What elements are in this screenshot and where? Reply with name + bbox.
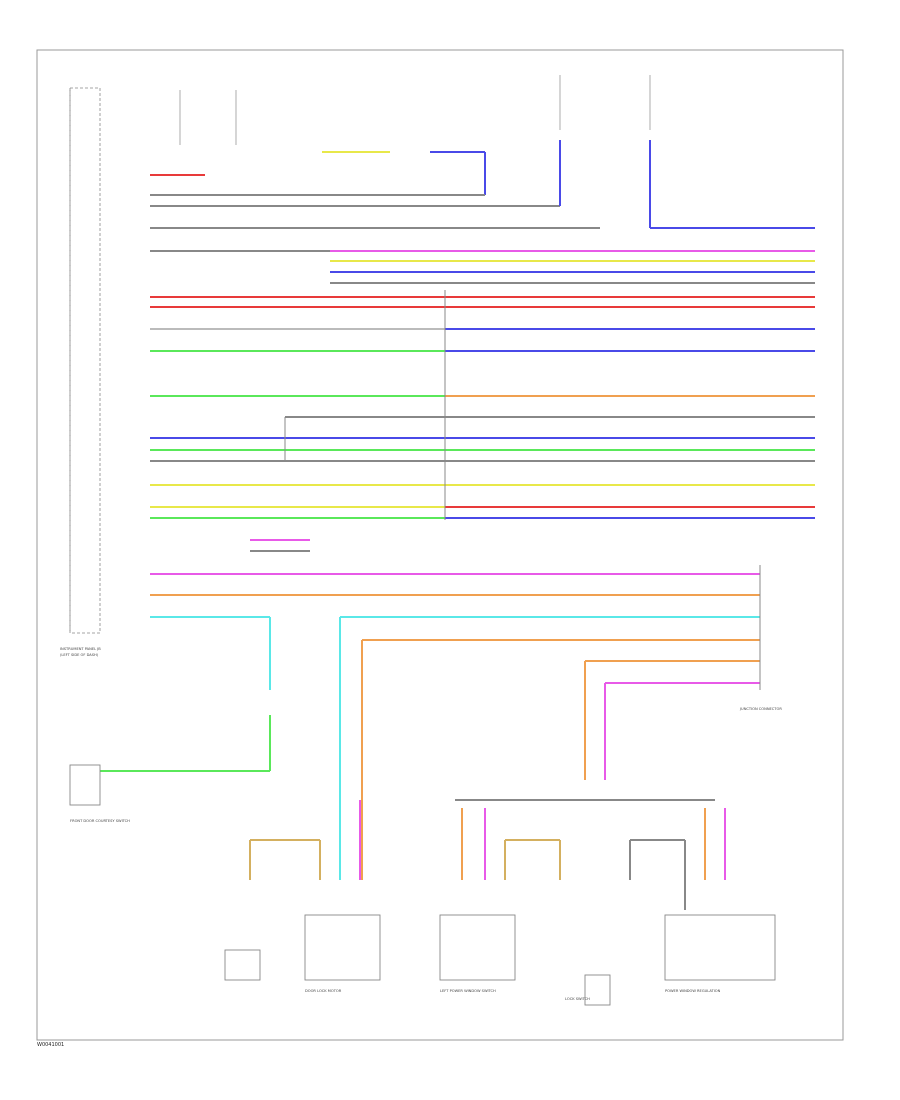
label-power-window-regulation: POWER WINDOW REGULATION [665,989,721,993]
diagram-frame [36,49,844,1041]
components [69,764,776,1006]
top-fuse-group-left [179,90,237,145]
label-front-door-courtesy: FRONT DOOR COURTESY SWITCH [70,819,130,823]
label-lock-switch: LOCK SWITCH [565,997,590,1001]
door-switch-left [69,764,101,806]
instrument-panel-jb-box [69,87,101,634]
wire-bundle [100,140,815,910]
label-left-power-window-switch: LEFT POWER WINDOW SWITCH [440,989,496,993]
footer-code: W0041001 [37,1042,65,1048]
instrument-panel-label-2: (LEFT SIDE OF DASH) [60,653,99,657]
label-door-lock-motor: DOOR LOCK MOTOR [305,989,342,993]
power-window-regulator-box [664,914,776,981]
label-junction-connector: JUNCTION CONNECTOR [739,707,782,711]
front-power-switch [224,949,261,981]
top-fuse-group-right [559,75,651,130]
left-door-control-box [439,914,516,981]
instrument-panel-label-1: INSTRUMENT PANEL JB [60,647,101,651]
splice-lines [284,290,761,690]
rear-door-control-box [304,914,381,981]
lock-switch-box [584,974,611,1006]
